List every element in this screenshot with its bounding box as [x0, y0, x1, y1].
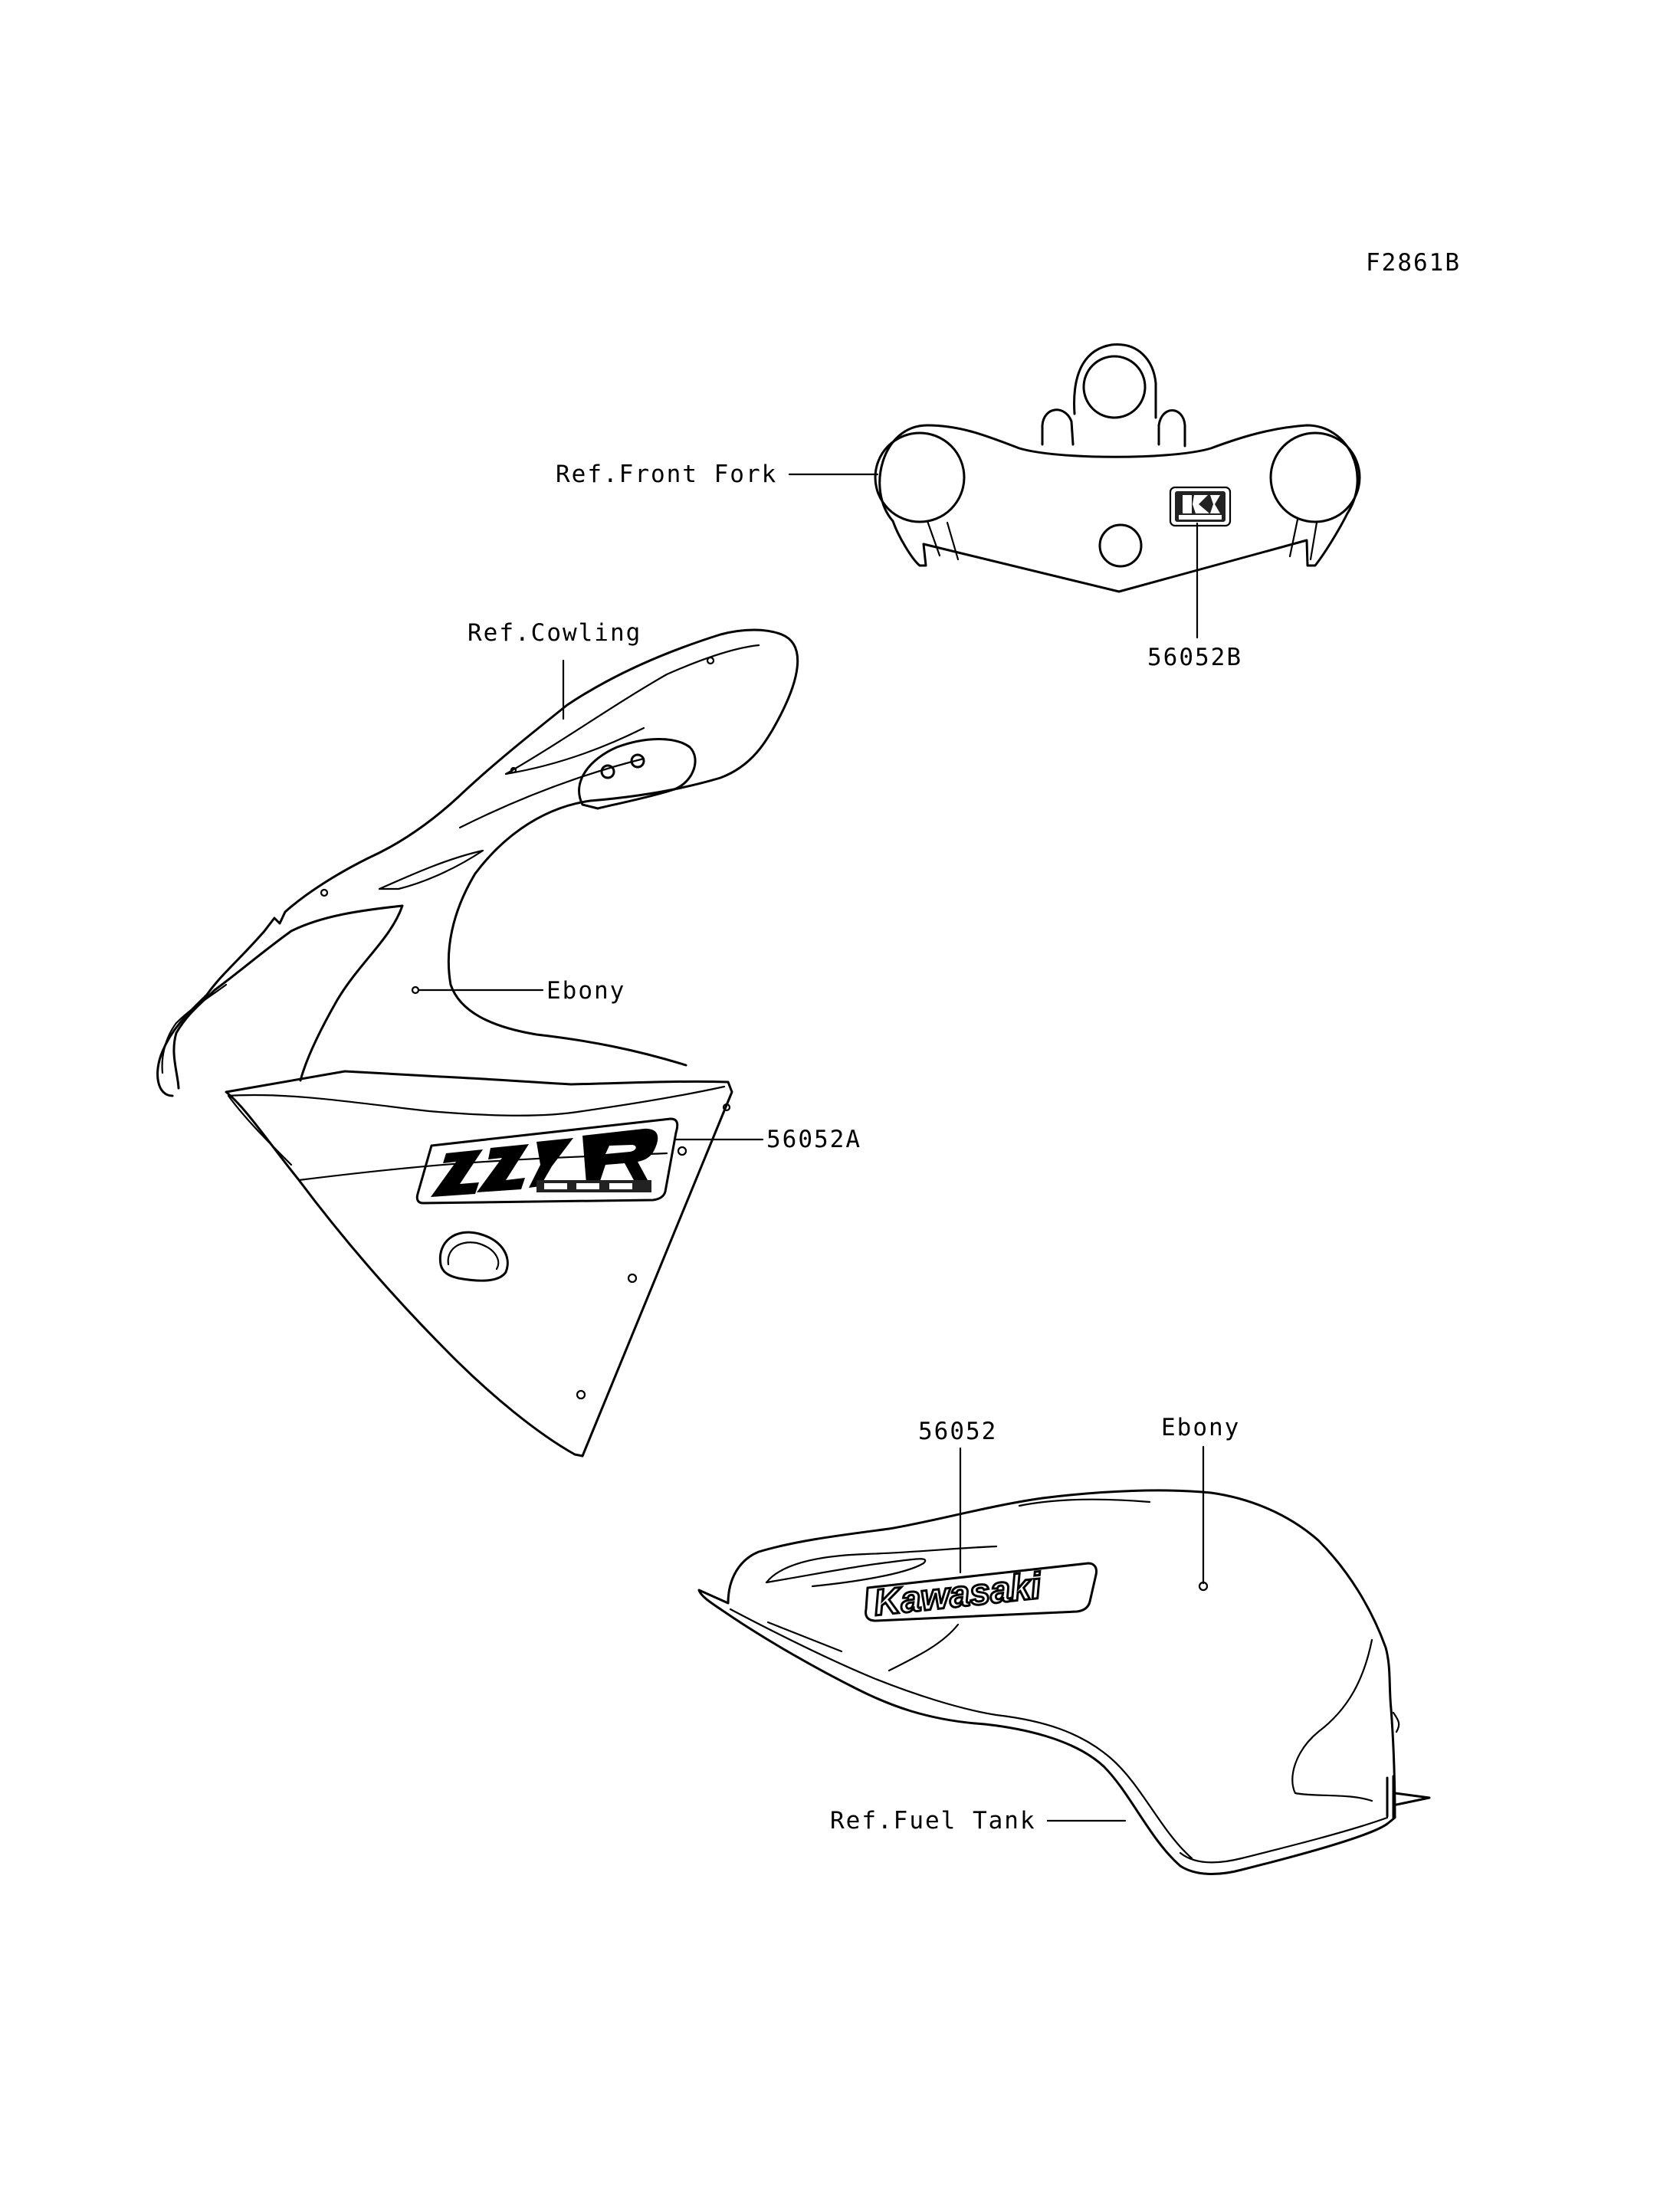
cowling-drawing: [156, 628, 799, 1458]
fuel-tank-drawing: Kawasaki: [697, 1489, 1431, 1875]
tank-emblem-part-number: 56052: [918, 1418, 997, 1445]
cowl-emblem-icon: [415, 1117, 679, 1205]
cowl-emblem-part-number: 56052A: [766, 1126, 861, 1153]
cowling-label: Ref.Cowling: [468, 619, 641, 647]
ebony-cowl-marker: [411, 985, 420, 995]
ebony-cowl-label: Ebony: [546, 977, 625, 1005]
diagram-code: F2861B: [1366, 249, 1461, 277]
front-fork-label: Ref.Front Fork: [556, 461, 777, 488]
fork-emblem-part-number: 56052B: [1147, 644, 1242, 671]
front-fork-drawing: [874, 343, 1361, 593]
ebony-tank-label: Ebony: [1161, 1414, 1240, 1441]
fork-emblem-icon: [1169, 486, 1232, 527]
fuel-tank-label: Ref.Fuel Tank: [830, 1807, 1036, 1835]
